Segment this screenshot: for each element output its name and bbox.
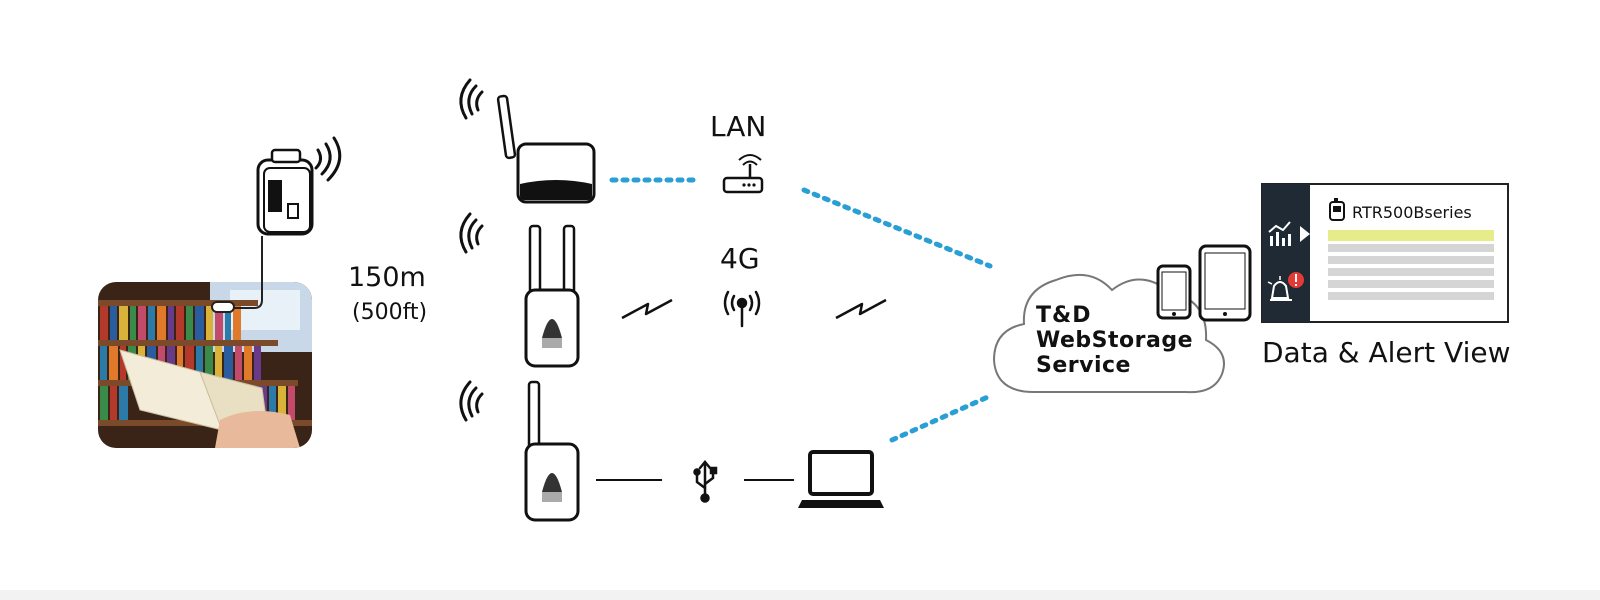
usb-base-station [524,380,580,522]
table-row [1328,268,1494,276]
cloud-title-line1: T&D [1036,303,1092,328]
pc-to-cloud-link [889,393,993,443]
wireless-link-icon [621,298,673,320]
table-row [1328,230,1494,241]
sensor-probe [211,301,235,313]
app-sidebar [1262,184,1310,322]
laptop-icon [798,450,884,508]
range-imperial: (500ft) [352,300,428,325]
lan-to-cloud-link [801,187,993,269]
router-icon [722,154,764,194]
table-row [1328,256,1494,264]
lan-label: LAN [710,110,767,143]
wireless-link-icon [835,298,887,320]
library-photo [98,282,312,448]
data-alert-view-caption: Data & Alert View [1262,336,1511,369]
cloud-title-line3: Service [1036,353,1131,378]
cloud-title-line2: WebStorage [1036,328,1193,353]
tablet-icon [1198,244,1252,322]
wifi-signal-icon [459,380,484,422]
cellular-base-station [524,224,580,368]
usb-icon [693,460,718,503]
lan-base-station [496,94,596,204]
cellular-label: 4G [720,242,760,275]
logger-mini-icon [1329,198,1345,221]
data-logger-device [256,148,314,236]
table-row [1328,244,1494,252]
range-metric: 150m [348,262,426,293]
app-window [1261,183,1509,323]
bottom-strip [0,590,1600,600]
cell-tower-icon [723,290,761,328]
app-window-title: RTR500Bseries [1352,203,1472,222]
smartphone-icon [1156,264,1192,320]
table-row [1328,292,1494,300]
table-row [1328,280,1494,288]
wifi-signal-icon [314,136,342,182]
alarm-icon [1267,272,1304,301]
chart-icon [1268,221,1310,246]
wifi-signal-icon [459,78,484,120]
wifi-signal-icon [459,212,484,254]
